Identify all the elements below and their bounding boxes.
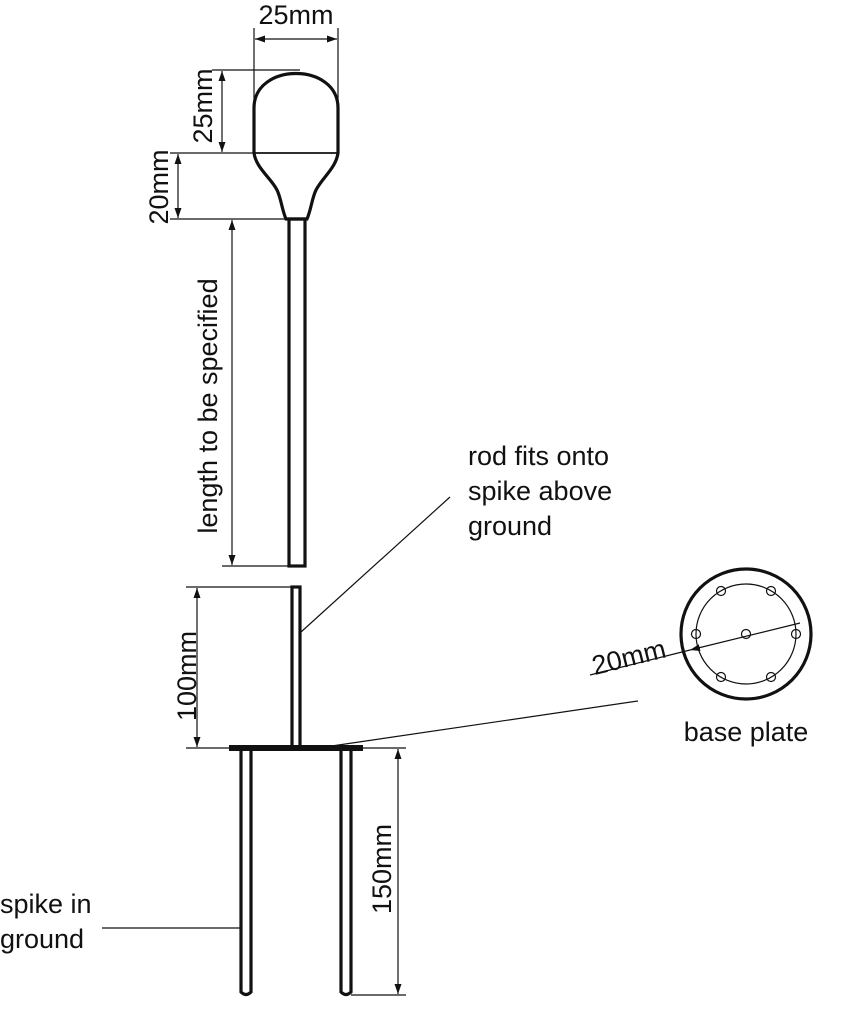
stub-rod bbox=[290, 585, 302, 749]
spike-label-line1: spike in bbox=[0, 889, 92, 919]
spike-left bbox=[239, 751, 253, 997]
rod-fits-label-line1: rod fits onto bbox=[468, 441, 609, 471]
plate-hole bbox=[690, 628, 702, 640]
base-plate-side bbox=[229, 745, 363, 751]
plate-hole-center bbox=[740, 628, 752, 640]
plate-hole bbox=[765, 671, 777, 683]
base-plate-leader bbox=[317, 700, 639, 749]
rod-fits-label-line2: spike above bbox=[468, 476, 612, 506]
rod-length-label: length to be specified bbox=[193, 278, 223, 533]
bolt-circle bbox=[695, 583, 797, 685]
plate-hole bbox=[715, 671, 727, 683]
stub-height-label: 100mm bbox=[172, 631, 202, 721]
hole-spacing-dimension bbox=[689, 622, 801, 652]
rod-fits-leader bbox=[300, 496, 451, 633]
hole-spacing-label: 20mm bbox=[589, 634, 669, 681]
plate-hole bbox=[765, 585, 777, 597]
hole-spacing-leader bbox=[589, 649, 691, 676]
head-height-label: 25mm bbox=[188, 68, 218, 143]
upper-rod bbox=[287, 217, 307, 568]
plate-hole bbox=[715, 585, 727, 597]
spike-label-line2: ground bbox=[0, 924, 84, 954]
head-width-label: 25mm bbox=[258, 0, 333, 30]
plate-hole bbox=[790, 628, 802, 640]
bulb-head bbox=[252, 71, 340, 221]
rod-fits-label-line3: ground bbox=[468, 511, 552, 541]
base-plate-label: base plate bbox=[684, 717, 809, 747]
base-plate-outline bbox=[679, 567, 813, 701]
neck-height-label: 20mm bbox=[144, 149, 174, 224]
spike-right bbox=[339, 751, 353, 997]
spike-depth-label: 150mm bbox=[367, 824, 397, 914]
